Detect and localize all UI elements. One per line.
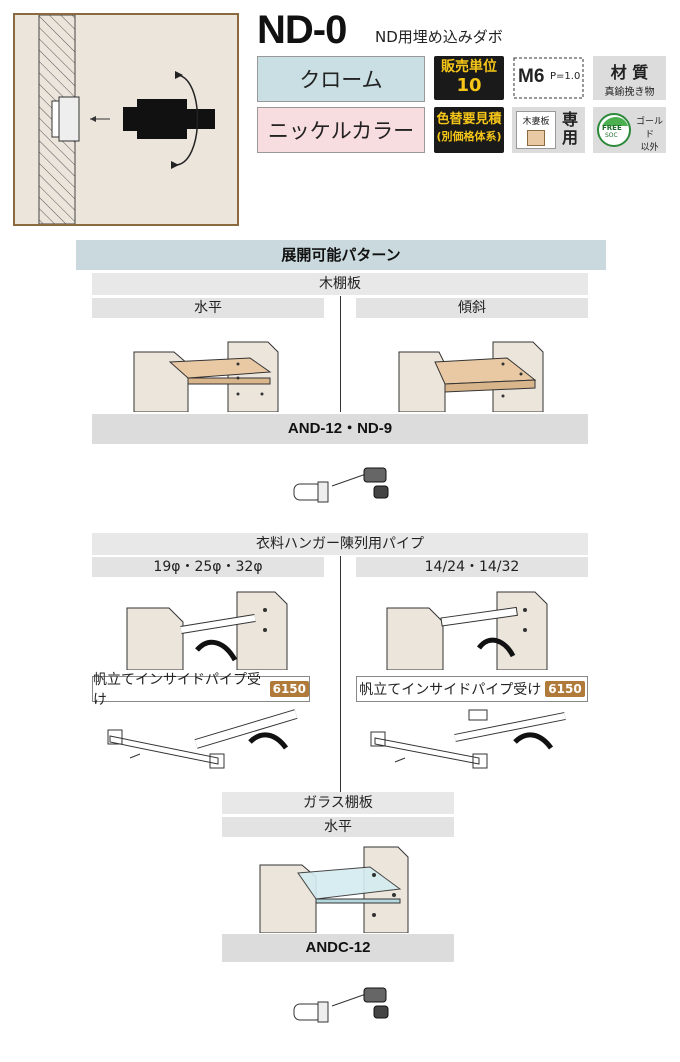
recolor-estimate-badge: 色替要見積 (別価格体系) (434, 107, 504, 153)
product-title: ND-0 (257, 8, 347, 52)
pipe-sizes-right: 14/24・14/32 (356, 557, 588, 577)
eco-badge: FREE SOC ゴールド 以外 (593, 107, 666, 153)
glass-shelf-codes: ANDC-12 (222, 934, 454, 962)
exclusive-char-1: 専 (562, 110, 579, 129)
inside-pipe-receiver-number: 6150 (545, 681, 585, 697)
thread-badge-border (513, 57, 584, 99)
material-title: 材 質 (610, 63, 649, 82)
soc-free-icon (597, 113, 631, 147)
patterns-heading: 展開可能パターン (76, 240, 606, 270)
gold-excluded-2: 以外 (640, 143, 659, 153)
oval-pipe-illustration (386, 591, 548, 670)
inside-pipe-receiver-number: 6150 (269, 681, 309, 697)
wood-exclusive-badge: 木妻板 専 用 (512, 107, 585, 153)
sales-unit-label: 販売単位 (441, 59, 497, 75)
dowel-part-illustration (293, 467, 389, 503)
gold-excluded-1: ゴールド (635, 117, 663, 140)
material-badge: 材 質 真鍮挽き物 (593, 56, 666, 100)
product-subtitle: ND用埋め込みダボ (375, 28, 503, 46)
glass-shelf-illustration (259, 846, 409, 933)
dowel-insertion-illustration (38, 14, 215, 225)
glass-shelf-label: ガラス棚板 (222, 792, 454, 814)
nickel-color-option: ニッケルカラー (257, 107, 425, 153)
wood-shelf-label: 木棚板 (92, 273, 588, 295)
horizontal-label: 水平 (92, 298, 324, 318)
receiver-round-illustration (107, 709, 298, 769)
inclined-shelf-illustration (398, 341, 544, 412)
inside-pipe-receiver-right: 帆立てインサイドパイプ受け 6150 (356, 676, 588, 702)
thread-size: M6 (518, 66, 545, 87)
exclusive-char-2: 用 (562, 128, 579, 147)
wood-shelf-codes: AND-12・ND-9 (92, 414, 588, 444)
round-pipe-illustration (126, 591, 288, 670)
inside-pipe-receiver-label: 帆立てインサイドパイプ受け (93, 672, 261, 708)
glass-horizontal-label: 水平 (222, 817, 454, 837)
product-illustration-frame (13, 13, 239, 226)
material-value: 真鍮挽き物 (604, 87, 655, 98)
glass-dowel-part-illustration (293, 987, 389, 1023)
sales-unit-badge: 販売単位 10 (434, 56, 504, 100)
receiver-oval-illustration (370, 709, 566, 769)
inside-pipe-receiver-left: 帆立てインサイドパイプ受け 6150 (92, 672, 310, 708)
wood-board-label: 木妻板 (522, 117, 550, 127)
pipe-divider (340, 556, 341, 792)
horizontal-shelf-illustration (133, 341, 279, 412)
inclined-label: 傾斜 (356, 298, 588, 318)
inside-pipe-receiver-label: 帆立てインサイドパイプ受け (359, 682, 542, 698)
wood-divider (340, 296, 341, 412)
thread-size-badge: M6 P=1.0 (512, 56, 585, 100)
recolor-line1: 色替要見積 (436, 112, 502, 127)
wood-swatch (527, 130, 545, 146)
recolor-line2: (別価格体系) (436, 130, 502, 143)
thread-pitch: P=1.0 (550, 71, 581, 82)
pipe-sizes-left: 19φ・25φ・32φ (92, 557, 324, 577)
eco-text: FREE (602, 124, 622, 132)
eco-sub: SOC (605, 132, 618, 139)
sales-unit-value: 10 (456, 75, 482, 96)
chrome-color-option: クローム (257, 56, 425, 102)
hanger-pipe-label: 衣料ハンガー陳列用パイプ (92, 533, 588, 555)
